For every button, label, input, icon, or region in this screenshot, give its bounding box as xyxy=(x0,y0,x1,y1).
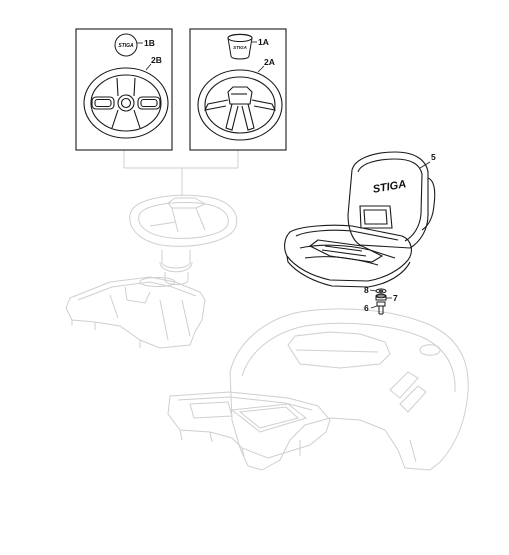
inset-connector-lines xyxy=(123,150,239,196)
callout-5: 5 xyxy=(431,152,436,162)
washer-7[interactable] xyxy=(375,293,387,301)
washer-8[interactable] xyxy=(375,288,387,294)
faint-dashboard-console xyxy=(65,276,206,349)
leader-8 xyxy=(369,289,377,292)
inset-box-a: STIGA 1A 2A xyxy=(189,28,287,151)
callout-8: 8 xyxy=(364,285,369,295)
leader-5 xyxy=(419,161,431,169)
seat-5[interactable]: STIGA xyxy=(284,151,436,288)
leader-2a xyxy=(257,65,265,73)
callout-1a: 1A xyxy=(258,37,269,47)
seat-logo: STIGA xyxy=(372,178,407,196)
cap-1a[interactable]: STIGA xyxy=(227,33,253,60)
logo-cap-1b[interactable]: STIGA xyxy=(114,33,138,57)
callout-2a: 2A xyxy=(264,57,275,67)
inset-frame-a xyxy=(189,28,287,151)
steering-wheel-2a[interactable] xyxy=(197,69,283,141)
callout-6: 6 xyxy=(364,303,369,313)
cap-logo-text-a: STIGA xyxy=(233,45,247,50)
faint-steering-wheel xyxy=(129,194,238,285)
callout-2b: 2B xyxy=(151,55,162,65)
cap-logo-text-b: STIGA xyxy=(118,43,134,49)
leader-6 xyxy=(370,305,378,309)
inset-box-b: STIGA 1B 2B xyxy=(75,28,173,151)
seat-hardware xyxy=(375,288,387,315)
faint-front-tray xyxy=(167,391,331,459)
leader-2b xyxy=(145,63,152,71)
background-assembly xyxy=(65,150,469,471)
steering-wheel-2b[interactable] xyxy=(83,67,169,139)
callout-7: 7 xyxy=(393,293,398,303)
callout-1b: 1B xyxy=(144,38,155,48)
inset-frame-b xyxy=(75,28,173,151)
bolt-6[interactable] xyxy=(376,301,386,315)
faint-body-fender xyxy=(229,308,469,471)
